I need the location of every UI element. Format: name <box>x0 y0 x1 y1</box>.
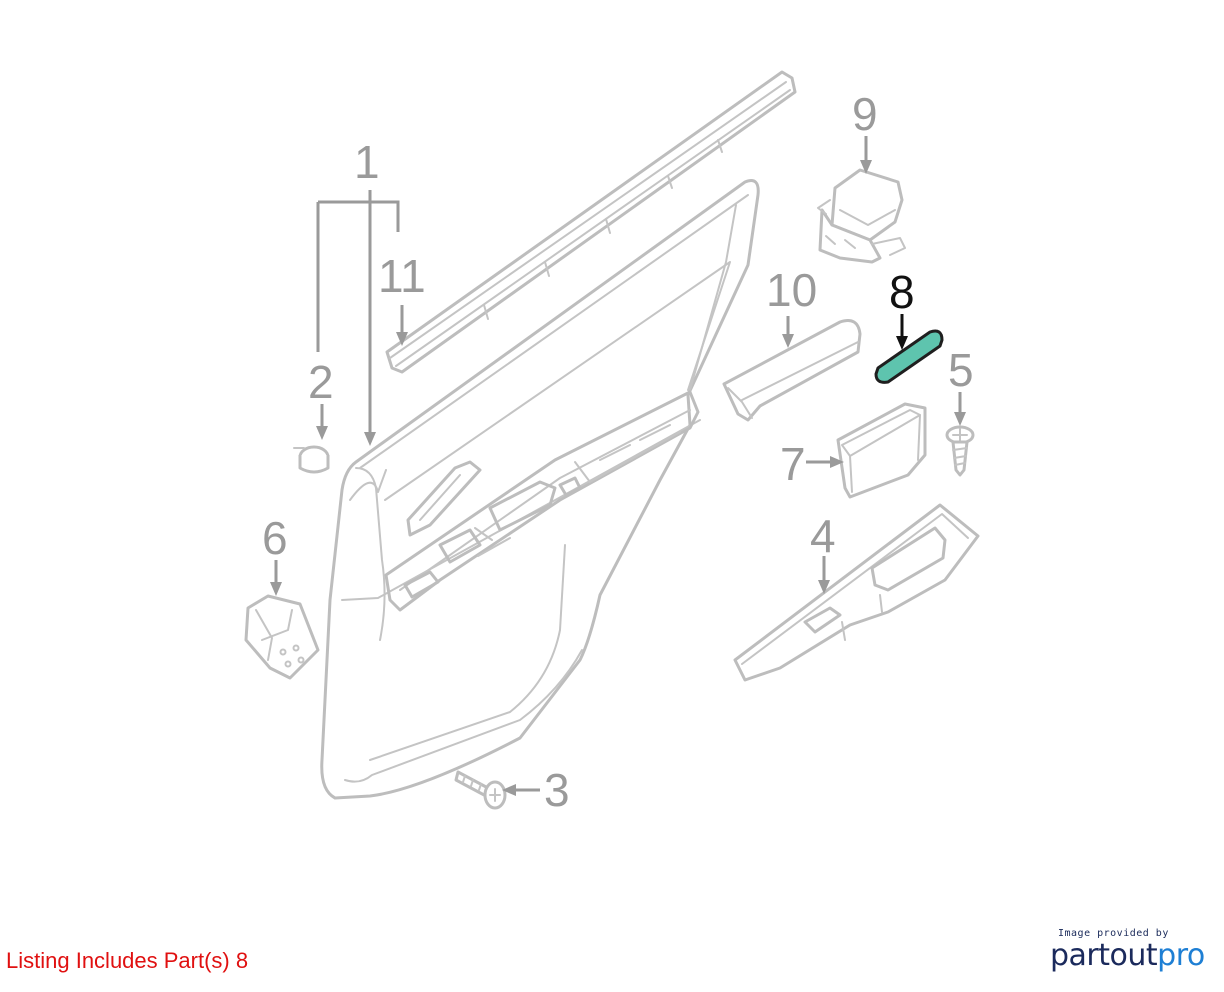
callout-2: 2 <box>308 356 334 408</box>
part-4-switch-panel <box>733 503 980 682</box>
callout-5: 5 <box>948 344 974 396</box>
callout-8: 8 <box>889 266 915 318</box>
part-5-screw <box>945 425 975 477</box>
callout-9: 9 <box>852 88 878 140</box>
callout-11: 11 <box>378 250 426 302</box>
part-9-window-switch <box>817 168 906 264</box>
image-credit: Image provided by partoutpro <box>1050 928 1210 973</box>
part-2-clip <box>293 445 330 474</box>
logo-text-part2: pro <box>1157 938 1205 973</box>
logo-text-part1: partout <box>1050 938 1158 973</box>
callout-6: 6 <box>262 512 288 564</box>
part-6-bracket <box>244 594 320 680</box>
callout-10: 10 <box>766 264 817 316</box>
credit-caption: Image provided by <box>1058 928 1169 939</box>
part-7-pocket <box>836 402 927 499</box>
part-8-grip-highlighted <box>874 329 944 384</box>
listing-note: Listing Includes Part(s) 8 <box>6 948 249 973</box>
callout-3: 3 <box>544 764 570 816</box>
partoutpro-logo: partoutpro <box>1050 939 1210 973</box>
part-1-door-trim-panel <box>320 179 760 800</box>
callout-1: 1 <box>354 136 380 188</box>
callout-7: 7 <box>780 438 806 490</box>
part-11-belt-molding <box>385 70 797 374</box>
part-3-screw <box>454 770 507 810</box>
leader-lines <box>270 136 966 796</box>
part-10-armrest-pad <box>722 319 862 422</box>
callout-4: 4 <box>810 510 836 562</box>
